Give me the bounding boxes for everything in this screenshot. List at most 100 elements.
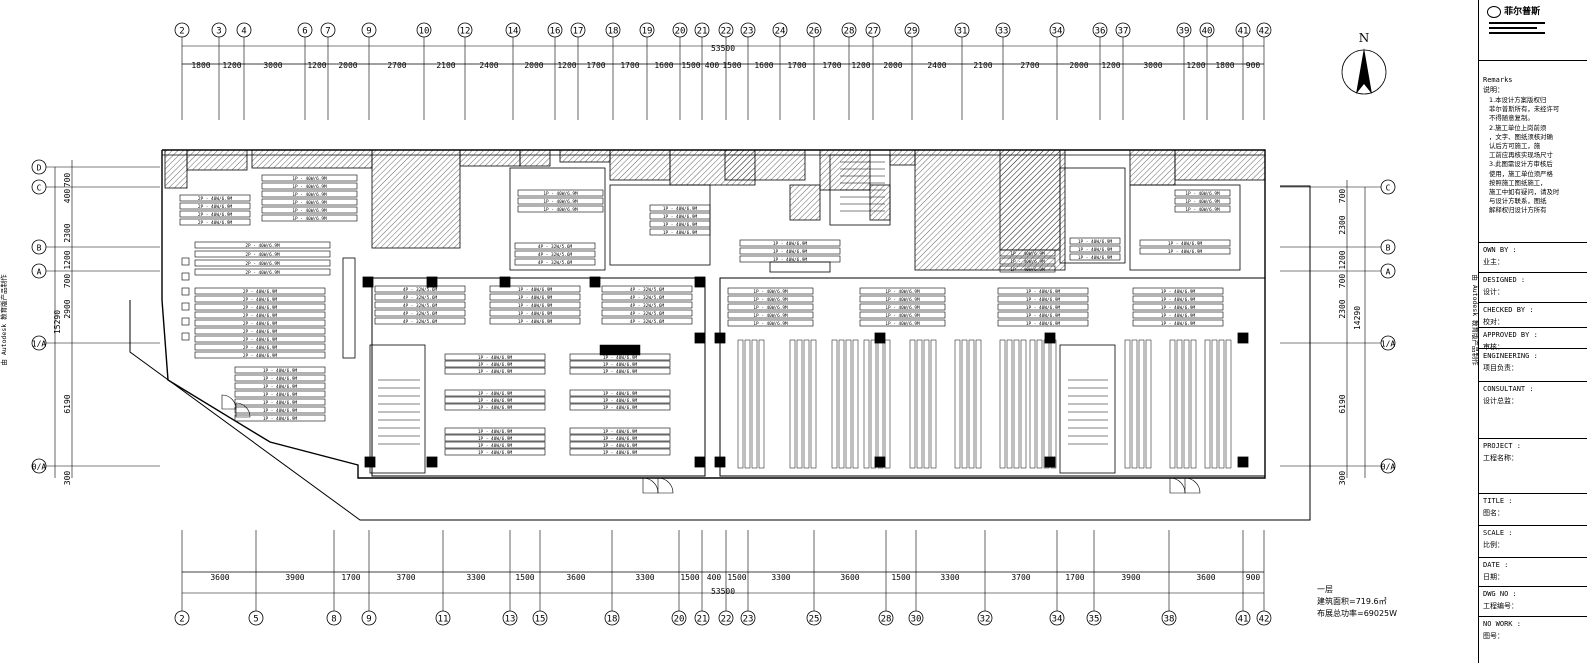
fixture-label: 1P - 40W/6.9M xyxy=(1161,305,1196,311)
light-fixture-row xyxy=(444,367,546,375)
hatched-wall xyxy=(1129,149,1176,186)
light-fixture-row xyxy=(194,295,326,303)
axis-label-top: 16 xyxy=(550,27,561,37)
vertical-light-fixture xyxy=(884,339,891,469)
dimension-left: 400 xyxy=(63,189,72,204)
light-fixture-row xyxy=(489,293,581,301)
axis-label-bottom: 22 xyxy=(721,615,732,625)
light-fixture-row xyxy=(179,210,251,218)
light-fixture-row xyxy=(261,182,358,190)
light-fixture-row xyxy=(374,317,466,325)
hatched-wall xyxy=(999,149,1061,251)
dimension-right: 2300 xyxy=(1338,215,1347,234)
dimension-bottom: 1500 xyxy=(515,573,534,582)
structural-column xyxy=(1044,456,1056,468)
light-fixture-row xyxy=(999,257,1056,265)
vertical-light-fixture xyxy=(1124,339,1131,469)
light-fixture-row xyxy=(444,448,546,456)
title-block: 菲尔普斯 Remarks 说明： 1.本设计方案版权归菲尔普斯所有，未经许可不得… xyxy=(1478,0,1587,663)
dimension-bottom: 3900 xyxy=(1121,573,1140,582)
light-fixture-row xyxy=(999,265,1056,273)
remark-line: 不得随意复制。 xyxy=(1489,114,1534,123)
field-label-en: DATE : xyxy=(1483,561,1509,569)
fixture-label: 1P - 40W/6.9M xyxy=(663,230,698,236)
axis-label-top: 14 xyxy=(508,27,519,37)
title-block-divider xyxy=(1479,272,1587,273)
dimension-top: 3000 xyxy=(263,61,282,70)
light-fixture-row xyxy=(649,220,711,228)
vertical-light-fixture xyxy=(845,339,852,469)
fixture-label: 1P - 40W/6.9M xyxy=(263,416,298,422)
structural-column xyxy=(426,456,438,468)
hatched-wall xyxy=(371,149,461,249)
vertical-light-fixture xyxy=(751,339,758,469)
fixture-label: 1P - 40W/6.9M xyxy=(1185,199,1220,205)
light-fixture-row xyxy=(997,311,1089,319)
exhibition-hall-west xyxy=(371,277,706,477)
axis-label-top: 28 xyxy=(844,27,855,37)
dimension-left: 2900 xyxy=(63,299,72,318)
title-block-divider xyxy=(1479,493,1587,494)
door-entrance-east xyxy=(1184,477,1201,494)
axis-label-top: 29 xyxy=(907,27,918,37)
light-fixture-row xyxy=(517,197,604,205)
axis-label-top: 41 xyxy=(1238,27,1249,37)
vertical-light-fixture xyxy=(803,339,810,469)
dimension-bottom: 3700 xyxy=(396,573,415,582)
light-fixture-row xyxy=(859,295,946,303)
light-fixture-row xyxy=(649,212,711,220)
axis-label-bottom: 9 xyxy=(366,615,371,625)
axis-label-top: 24 xyxy=(775,27,786,37)
axis-label-right: 0/A xyxy=(1381,463,1396,472)
fixture-label: 1P - 40W/6.9M xyxy=(1026,305,1061,311)
title-block-divider xyxy=(1479,616,1587,617)
fixture-label: 1P - 40W/6.9M xyxy=(518,319,553,325)
axis-label-bottom: 13 xyxy=(505,615,516,625)
title-block-divider xyxy=(1479,525,1587,526)
fixture-label: 1P - 40W/6.9M xyxy=(543,199,578,205)
axis-label-top: 20 xyxy=(675,27,686,37)
field-label: 设计： xyxy=(1483,288,1504,296)
fixture-label: 1P - 40W/6.9M xyxy=(885,297,920,303)
light-fixture-row xyxy=(444,441,546,449)
structural-column xyxy=(694,456,706,468)
fixture-label: 1P - 40W/6.9M xyxy=(773,241,808,247)
light-fixture-row xyxy=(601,301,693,309)
remarks-label: 说明： xyxy=(1483,86,1504,94)
field-label: 比例： xyxy=(1483,541,1504,549)
axis-label-bottom: 42 xyxy=(1259,615,1270,625)
brand-logo: 菲尔普斯 xyxy=(1487,4,1540,18)
vertical-light-fixture xyxy=(961,339,968,469)
light-fixture-row xyxy=(1174,197,1231,205)
vertical-light-fixture xyxy=(810,339,817,469)
axis-label-right: B xyxy=(1386,244,1391,253)
light-fixture-row xyxy=(1132,287,1224,295)
fixture-label: 1P - 40W/6.9M xyxy=(663,222,698,228)
dimension-right: 1200 xyxy=(1338,250,1347,269)
vertical-light-fixture xyxy=(1211,339,1218,469)
light-fixture-row xyxy=(234,398,326,406)
title-block-divider xyxy=(1479,327,1587,328)
light-fixture-row xyxy=(194,250,331,258)
title-block-divider xyxy=(1479,586,1587,587)
light-fixture-row xyxy=(444,403,546,411)
fixture-label: 4P - 32W/5.6M xyxy=(538,244,573,250)
fixture-label: 2P - 40W/6.9M xyxy=(243,313,278,319)
fixture-label: 1P - 40W/6.9M xyxy=(292,216,327,222)
light-fixture-row xyxy=(569,389,671,397)
remark-line: 按照施工图纸施工， xyxy=(1489,178,1547,187)
fixture-label: 1P - 40W/6.9M xyxy=(753,321,788,327)
fixture-label: 1P - 40W/6.9M xyxy=(753,289,788,295)
vertical-light-fixture xyxy=(852,339,859,469)
axis-label-bottom: 8 xyxy=(331,615,336,625)
vertical-light-fixture xyxy=(796,339,803,469)
fixture-label: 1P - 40W/6.9M xyxy=(1161,313,1196,319)
fixture-label: 4P - 32W/5.6M xyxy=(403,319,438,325)
room-east xyxy=(1129,184,1241,271)
light-fixture-row xyxy=(194,303,326,311)
fixture-label: 1P - 40W/6.9M xyxy=(1078,255,1113,261)
light-fixture-row xyxy=(1139,239,1231,247)
light-fixture-row xyxy=(997,295,1089,303)
dimension-top: 2700 xyxy=(387,61,406,70)
axis-label-bottom: 2 xyxy=(179,615,184,625)
